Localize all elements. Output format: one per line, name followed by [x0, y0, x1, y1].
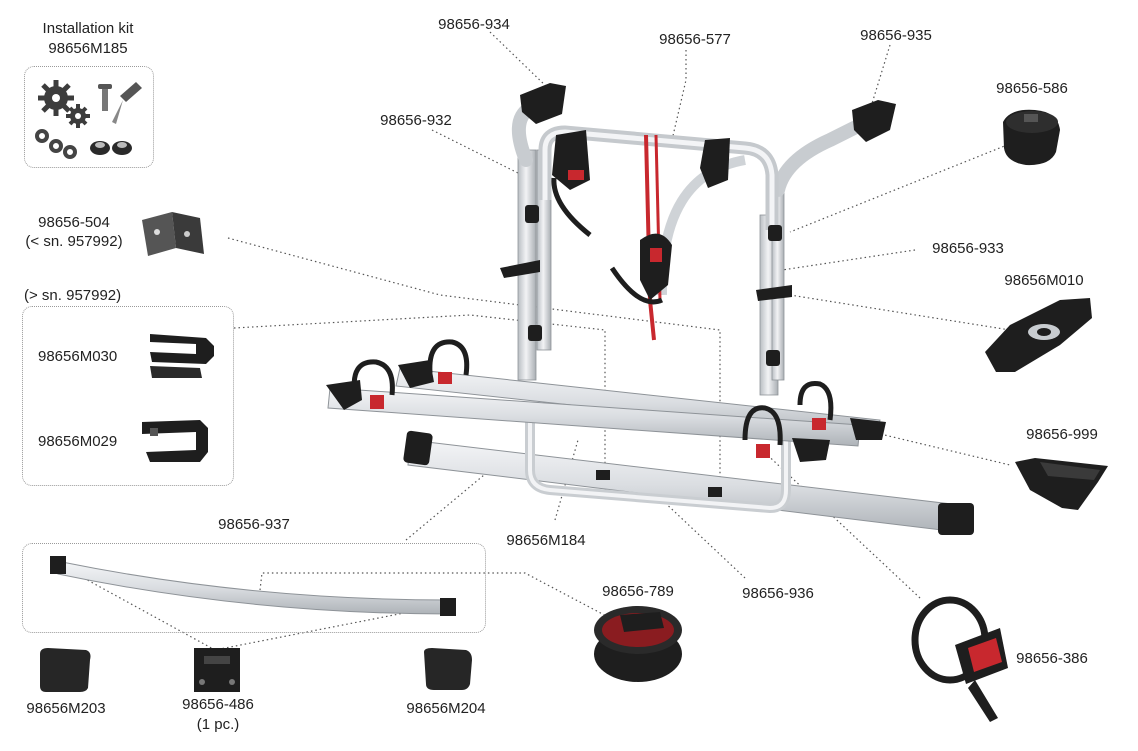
label-98656-504-note: (< sn. 957992) [25, 233, 123, 250]
label-group-note: (> sn. 957992) [24, 287, 122, 304]
chain-icon [35, 129, 77, 159]
label-98656M029: 98656M029 [38, 433, 118, 450]
label-98656M184: 98656M184 [506, 532, 586, 549]
label-98656-936: 98656-936 [742, 585, 814, 602]
part-98656-386-strap [911, 596, 1008, 722]
part-98656-586-rubber-block [1003, 109, 1060, 166]
part-98656M204-cap [424, 648, 472, 690]
label-98656-577: 98656-577 [659, 31, 731, 48]
label-98656M010: 98656M010 [1004, 272, 1084, 289]
label-98656-504: 98656-504 [38, 214, 110, 231]
label-98656-933: 98656-933 [932, 240, 1004, 257]
part-98656-789-rubber-ring [594, 606, 682, 682]
label-98656-999: 98656-999 [1026, 426, 1098, 443]
nut-icon [90, 141, 132, 155]
label-98656M203: 98656M203 [26, 700, 106, 717]
part-98656-486-plate [194, 648, 240, 692]
part-98656-504-bracket [142, 212, 204, 256]
part-98656M029-bracket [142, 420, 208, 462]
label-98656-789: 98656-789 [602, 583, 674, 600]
installation-kit-box [24, 66, 154, 168]
leader-lines [59, 31, 1013, 651]
label-98656M204: 98656M204 [406, 700, 486, 717]
label-kit-title: Installation kit [42, 20, 134, 37]
bracket-group-box [22, 306, 234, 486]
part-98656-937-tube [50, 556, 456, 616]
part-98656M203-cap [40, 648, 91, 692]
label-98656-386: 98656-386 [1016, 650, 1088, 667]
tube-group-box [22, 543, 486, 633]
part-98656M030-bracket [150, 334, 214, 378]
label-98656-486: 98656-486 [182, 696, 254, 713]
label-98656-932: 98656-932 [380, 112, 452, 129]
part-98656M010-holder [985, 298, 1092, 372]
label-98656-486-note: (1 pc.) [196, 716, 240, 733]
label-98656-934: 98656-934 [438, 16, 510, 33]
label-98656-935: 98656-935 [860, 27, 932, 44]
label-kit-code: 98656M185 [48, 40, 128, 57]
screw-icon [98, 82, 142, 124]
label-98656M030: 98656M030 [38, 348, 118, 365]
part-98656-999-end-cap [1015, 458, 1108, 510]
gear-icon [38, 80, 90, 128]
label-98656-937: 98656-937 [218, 516, 290, 533]
installation-kit-icons [35, 80, 142, 159]
bike-carrier-rack [326, 83, 974, 535]
wheel-holders [326, 339, 886, 462]
label-98656-586: 98656-586 [996, 80, 1068, 97]
